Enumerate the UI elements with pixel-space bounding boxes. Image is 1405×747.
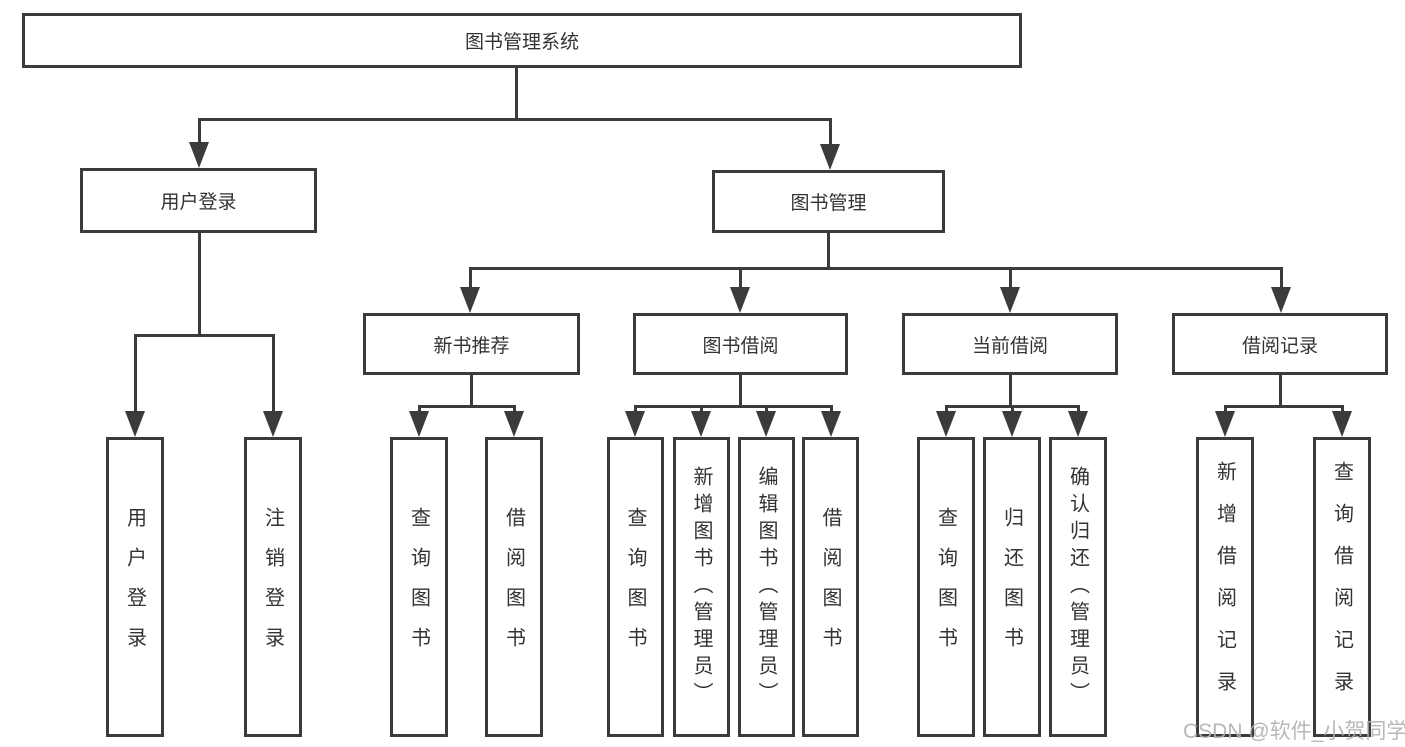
- leaf-edit-book-admin-label: 编辑图书（管理员）: [755, 465, 777, 709]
- leaf-query-books-recommend-label: 查询图书: [407, 507, 430, 667]
- leaf-query-books-recommend: 查询图书: [390, 437, 448, 737]
- connector-arrowhead: [1215, 411, 1235, 437]
- connector-line: [198, 118, 201, 146]
- connector-arrowhead: [756, 411, 776, 437]
- connector-line: [272, 334, 275, 413]
- connector-line: [198, 231, 201, 336]
- connector-line: [470, 373, 473, 407]
- leaf-borrow-books-borrowing: 借阅图书: [802, 437, 859, 737]
- leaf-query-books-current-label: 查询图书: [934, 507, 957, 667]
- connector-line: [945, 405, 948, 413]
- connector-arrowhead: [504, 411, 524, 437]
- connector-arrowhead: [189, 142, 209, 168]
- leaf-borrow-books-recommend: 借阅图书: [485, 437, 543, 737]
- connector-line: [134, 334, 274, 337]
- connector-arrowhead: [125, 411, 145, 437]
- leaf-query-borrow-record-label: 查询借阅记录: [1330, 461, 1353, 713]
- leaf-query-books-borrowing: 查询图书: [607, 437, 664, 737]
- connector-arrowhead: [730, 287, 750, 313]
- leaf-query-books-current: 查询图书: [917, 437, 975, 737]
- node-new-book-recommend: 新书推荐: [363, 313, 580, 375]
- connector-line: [134, 334, 137, 413]
- node-user-login-label: 用户登录: [160, 192, 237, 213]
- connector-arrowhead: [409, 411, 429, 437]
- node-current-borrowing: 当前借阅: [902, 313, 1118, 375]
- node-book-borrowing: 图书借阅: [633, 313, 848, 375]
- leaf-add-book-admin: 新增图书（管理员）: [673, 437, 730, 737]
- connector-line: [515, 66, 518, 118]
- connector-line: [1224, 405, 1227, 413]
- leaf-return-books-label: 归还图书: [1000, 507, 1023, 667]
- connector-line: [1341, 405, 1344, 413]
- leaf-user-login: 用户登录: [106, 437, 164, 737]
- node-system: 图书管理系统: [22, 13, 1022, 68]
- connector-arrowhead: [821, 411, 841, 437]
- connector-line: [1224, 405, 1343, 408]
- leaf-user-login-label: 用户登录: [123, 507, 146, 667]
- connector-line: [829, 118, 832, 148]
- connector-arrowhead: [820, 144, 840, 170]
- connector-line: [739, 373, 742, 407]
- connector-arrowhead: [691, 411, 711, 437]
- node-user-login: 用户登录: [80, 168, 317, 233]
- connector-line: [765, 405, 768, 413]
- connector-arrowhead: [1271, 287, 1291, 313]
- connector-arrowhead: [1068, 411, 1088, 437]
- connector-line: [1011, 405, 1014, 413]
- leaf-confirm-return-admin-label: 确认归还（管理员）: [1066, 465, 1089, 709]
- node-new-book-recommend-label: 新书推荐: [433, 335, 510, 357]
- connector-line: [634, 405, 637, 413]
- leaf-logout: 注销登录: [244, 437, 302, 737]
- connector-line: [634, 405, 832, 408]
- connector-line: [1279, 373, 1282, 407]
- connector-line: [1280, 267, 1283, 289]
- leaf-logout-label: 注销登录: [261, 507, 284, 667]
- csdn-watermark: CSDN @软件_小贺同学: [1183, 720, 1405, 743]
- node-book-management: 图书管理: [712, 170, 945, 233]
- leaf-edit-book-admin: 编辑图书（管理员）: [738, 437, 795, 737]
- node-system-label: 图书管理系统: [464, 32, 579, 53]
- connector-arrowhead: [1000, 287, 1020, 313]
- leaf-query-borrow-record: 查询借阅记录: [1313, 437, 1371, 737]
- leaf-return-books: 归还图书: [983, 437, 1041, 737]
- connector-line: [469, 267, 1283, 270]
- connector-line: [198, 118, 831, 121]
- connector-arrowhead: [625, 411, 645, 437]
- leaf-add-borrow-record: 新增借阅记录: [1196, 437, 1254, 737]
- leaf-add-borrow-record-label: 新增借阅记录: [1213, 461, 1236, 713]
- connector-line: [1009, 267, 1012, 289]
- node-borrowing-records: 借阅记录: [1172, 313, 1388, 375]
- connector-arrowhead: [1332, 411, 1352, 437]
- connector-line: [830, 405, 833, 413]
- node-book-management-label: 图书管理: [790, 193, 867, 214]
- connector-line: [700, 405, 703, 413]
- connector-arrowhead: [1002, 411, 1022, 437]
- connector-line: [827, 231, 830, 269]
- leaf-add-book-admin-label: 新增图书（管理员）: [690, 465, 712, 709]
- connector-line: [1009, 373, 1012, 407]
- leaf-query-books-borrowing-label: 查询图书: [624, 507, 646, 667]
- connector-line: [469, 267, 472, 289]
- connector-arrowhead: [263, 411, 283, 437]
- node-borrowing-records-label: 借阅记录: [1241, 335, 1318, 357]
- node-current-borrowing-label: 当前借阅: [971, 335, 1048, 357]
- connector-line: [418, 405, 421, 413]
- connector-line: [513, 405, 516, 413]
- connector-line: [418, 405, 516, 408]
- connector-arrowhead: [936, 411, 956, 437]
- leaf-confirm-return-admin: 确认归还（管理员）: [1049, 437, 1107, 737]
- leaf-borrow-books-recommend-label: 借阅图书: [502, 507, 525, 667]
- node-book-borrowing-label: 图书借阅: [702, 335, 779, 357]
- connector-arrowhead: [460, 287, 480, 313]
- connector-line: [1077, 405, 1080, 413]
- connector-line: [739, 267, 742, 289]
- leaf-borrow-books-borrowing-label: 借阅图书: [819, 507, 841, 667]
